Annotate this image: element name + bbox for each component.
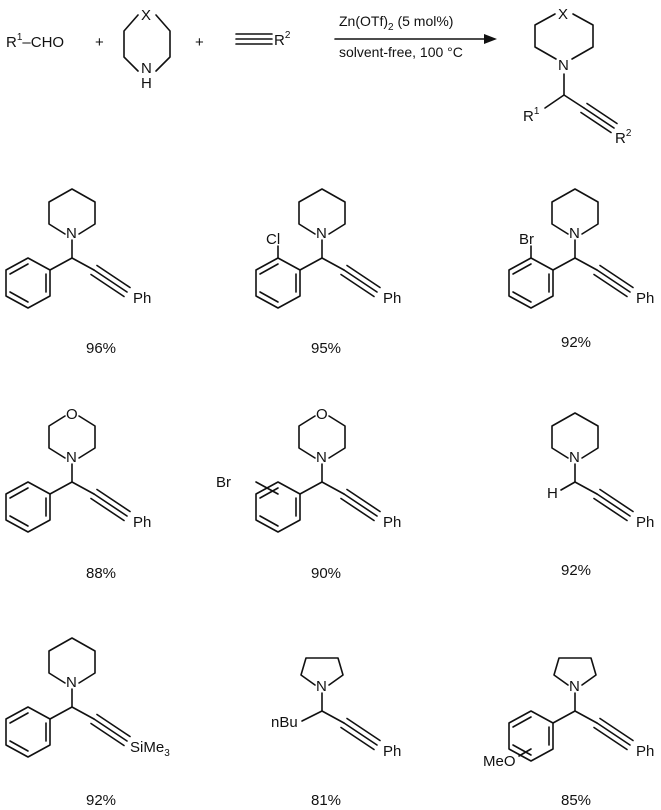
amine-n-atom: N bbox=[66, 449, 77, 466]
product-7: N SiMe3 bbox=[5, 637, 170, 759]
conditions-label: solvent-free, 100 °C bbox=[339, 44, 463, 60]
reaction-arrow: Zn(OTf)2 (5 mol%) solvent-free, 100 °C bbox=[334, 13, 497, 60]
yield-5: 90% bbox=[311, 565, 341, 582]
hydrogen-substituent: H bbox=[547, 485, 558, 502]
methoxy-substituent: MeO bbox=[483, 753, 516, 770]
terminal-group: Ph bbox=[636, 290, 654, 307]
catalyst-label: Zn(OTf)2 (5 mol%) bbox=[339, 13, 453, 33]
product-4: O N Ph bbox=[5, 406, 151, 533]
amine-n-atom: N bbox=[141, 60, 152, 77]
product-6: N H Ph bbox=[547, 412, 654, 531]
amine-n-atom: N bbox=[569, 225, 580, 242]
amine-n-atom: N bbox=[316, 225, 327, 242]
product-2: N Cl Ph bbox=[255, 188, 401, 309]
terminal-group: Ph bbox=[383, 743, 401, 760]
product-x-atom: X bbox=[558, 6, 568, 23]
product-3: N Br Ph bbox=[508, 188, 654, 309]
plus-sign-1: + bbox=[95, 34, 104, 51]
terminal-group: Ph bbox=[383, 514, 401, 531]
product-9: N MeO Ph bbox=[483, 657, 654, 770]
bromo-substituent: Br bbox=[216, 474, 231, 491]
chloro-substituent: Cl bbox=[266, 231, 280, 248]
alkyne-reactant: R2 bbox=[235, 30, 291, 49]
aldehyde-reactant: R1–CHO bbox=[6, 32, 64, 51]
amine-n-atom: N bbox=[316, 678, 327, 695]
product-general: X N R1 R2 bbox=[523, 6, 632, 147]
yield-4: 88% bbox=[86, 565, 116, 582]
product-8: N nBu Ph bbox=[271, 657, 401, 760]
amine-n-atom: N bbox=[66, 225, 77, 242]
yield-2: 95% bbox=[311, 340, 341, 357]
amine-o-atom: O bbox=[316, 406, 328, 423]
plus-sign-2: + bbox=[195, 34, 204, 51]
yield-6: 92% bbox=[561, 562, 591, 579]
yield-7: 92% bbox=[86, 792, 116, 809]
amine-n-atom: N bbox=[569, 449, 580, 466]
product-n-atom: N bbox=[558, 57, 569, 74]
terminal-group: Ph bbox=[133, 290, 151, 307]
amine-h-atom: H bbox=[141, 75, 152, 92]
yield-9: 85% bbox=[561, 792, 591, 809]
amine-n-atom: N bbox=[569, 678, 580, 695]
terminal-group: SiMe3 bbox=[130, 739, 170, 759]
terminal-group: Ph bbox=[636, 514, 654, 531]
product-1: N Ph bbox=[5, 188, 151, 309]
bromo-substituent: Br bbox=[519, 231, 534, 248]
terminal-group: Ph bbox=[383, 290, 401, 307]
reaction-equation: R1–CHO + X N H + R2 Zn(OTf)2 (5 mol%) so… bbox=[6, 6, 632, 147]
terminal-group: Ph bbox=[133, 514, 151, 531]
amine-n-atom: N bbox=[316, 449, 327, 466]
amine-reactant: X N H bbox=[123, 7, 171, 92]
amine-x-atom: X bbox=[141, 7, 151, 24]
product-r2: R2 bbox=[615, 128, 632, 147]
alkyne-r2: R2 bbox=[274, 30, 291, 49]
product-r1: R1 bbox=[523, 106, 540, 125]
amine-n-atom: N bbox=[66, 674, 77, 691]
terminal-group: Ph bbox=[636, 743, 654, 760]
butyl-substituent: nBu bbox=[271, 714, 298, 731]
yield-1: 96% bbox=[86, 340, 116, 357]
product-5: O N Br Ph bbox=[216, 406, 401, 533]
yield-3: 92% bbox=[561, 334, 591, 351]
yield-8: 81% bbox=[311, 792, 341, 809]
amine-o-atom: O bbox=[66, 406, 78, 423]
